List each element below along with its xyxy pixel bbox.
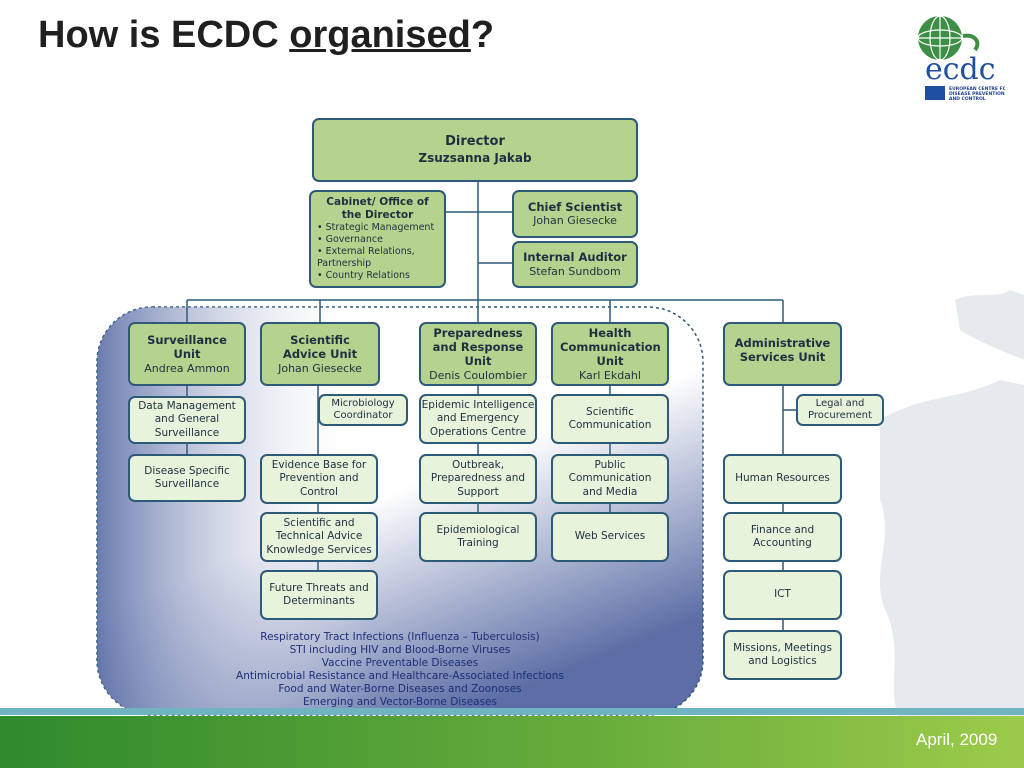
logo-tagline-graphic: EUROPEAN CENTRE FOR (949, 86, 1005, 92)
section-label: Epidemic Intelligence and Emergency Oper… (421, 399, 535, 438)
section-label: Web Services (574, 530, 646, 543)
director-box: Director Zsuzsanna Jakab (312, 118, 638, 182)
preparedness-unit-box: Preparedness and Response Unit Denis Cou… (419, 322, 537, 386)
cabinet-item: • Governance (317, 234, 383, 246)
disease-programme: Emerging and Vector-Borne Diseases (303, 696, 497, 708)
section-box: ICT (723, 570, 842, 620)
preparedness-unit-title: Preparedness and Response Unit (432, 325, 524, 369)
ecdc-logo: EUROPEAN CENTRE FOR DISEASE PREVENTION A… (905, 10, 1010, 102)
health-communication-unit-title: Health Communication Unit (560, 325, 661, 369)
logo-wordmark: ecdc (925, 52, 996, 87)
section-label: Evidence Base for Prevention and Control (271, 459, 367, 498)
surveillance-unit-box: Surveillance Unit Andrea Ammon (128, 322, 246, 386)
disease-programme: STI including HIV and Blood-Borne Viruse… (289, 644, 511, 656)
section-box: Scientific and Technical Advice Knowledg… (260, 512, 378, 562)
svg-text:DISEASE PREVENTION: DISEASE PREVENTION (949, 91, 1005, 97)
slide-date: April, 2009 (916, 730, 998, 749)
background-map (880, 290, 1024, 720)
section-box: Scientific Communication (551, 394, 669, 444)
cabinet-item: • External Relations, Partnership (317, 246, 415, 269)
section-box: Data Management and General Surveillance (128, 396, 246, 444)
director-name: Zsuzsanna Jakab (418, 150, 532, 165)
section-label: ICT (774, 588, 791, 601)
internal-auditor-name: Stefan Sundbom (529, 264, 621, 278)
section-label: Missions, Meetings and Logistics (733, 641, 832, 667)
scientific-advice-unit-head: Johan Giesecke (278, 361, 362, 375)
surveillance-unit-title: Surveillance Unit (147, 332, 227, 362)
section-label: Human Resources (735, 472, 830, 485)
section-box: Legal and Procurement (796, 394, 884, 426)
surveillance-unit-head: Andrea Ammon (144, 361, 230, 375)
scientific-advice-unit-title: Scientific Advice Unit (282, 332, 358, 362)
section-box: Epidemic Intelligence and Emergency Oper… (419, 394, 537, 444)
section-box: Public Communication and Media (551, 454, 669, 504)
green-band (0, 716, 1024, 768)
disease-programme: Vaccine Preventable Diseases (321, 657, 479, 669)
section-box: Future Threats and Determinants (260, 570, 378, 620)
administrative-services-unit-box: Administrative Services Unit (723, 322, 842, 386)
administrative-services-unit-title: Administrative Services Unit (734, 336, 831, 365)
section-box: Evidence Base for Prevention and Control (260, 454, 378, 504)
section-label: Future Threats and Determinants (269, 581, 369, 607)
section-box: Missions, Meetings and Logistics (723, 630, 842, 680)
section-label: Legal and Procurement (808, 397, 872, 422)
health-communication-unit-head: Karl Ekdahl (579, 368, 641, 382)
cabinet-item: • Country Relations (317, 269, 411, 281)
cabinet-title: Cabinet/ Office of the Director (326, 196, 429, 222)
section-box: Microbiology Coordinator (318, 394, 408, 426)
disease-programme: Food and Water-Borne Diseases and Zoonos… (278, 683, 522, 695)
section-label: Disease Specific Surveillance (144, 464, 230, 490)
disease-programmes-list: Respiratory Tract Infections (Influenza … (200, 631, 600, 709)
cabinet-box: Cabinet/ Office of the Director • Strate… (309, 190, 446, 288)
section-label: Finance and Accounting (750, 523, 815, 549)
director-title: Director (445, 134, 505, 150)
section-label: Outbreak, Preparedness and Support (430, 459, 526, 498)
scientific-advice-unit-box: Scientific Advice Unit Johan Giesecke (260, 322, 380, 386)
section-box: Epidemiological Training (419, 512, 537, 562)
section-box: Outbreak, Preparedness and Support (419, 454, 537, 504)
health-communication-unit-box: Health Communication Unit Karl Ekdahl (551, 322, 669, 386)
preparedness-unit-head: Denis Coulombier (429, 368, 527, 382)
disease-programme: Antimicrobial Resistance and Healthcare-… (236, 670, 564, 682)
section-box: Finance and Accounting (723, 512, 842, 562)
section-box: Disease Specific Surveillance (128, 454, 246, 502)
cabinet-item: • Strategic Management (317, 222, 435, 234)
section-box: Web Services (551, 512, 669, 562)
section-label: Scientific and Technical Advice Knowledg… (266, 517, 372, 556)
chief-scientist-title: Chief Scientist (527, 199, 623, 214)
internal-auditor-title: Internal Auditor (523, 250, 627, 265)
section-label: Epidemiological Training (436, 523, 520, 549)
disease-programme: Respiratory Tract Infections (Influenza … (260, 631, 540, 643)
internal-auditor-box: Internal Auditor Stefan Sundbom (512, 241, 638, 288)
chief-scientist-box: Chief Scientist Johan Giesecke (512, 190, 638, 238)
title-punctuation: ? (470, 14, 495, 56)
section-label: Public Communication and Media (568, 459, 652, 498)
title-emphasis: organised (289, 14, 471, 56)
title-text: How is ECDC (38, 14, 290, 56)
teal-band (0, 708, 1024, 715)
section-box: Human Resources (723, 454, 842, 504)
svg-text:AND CONTROL: AND CONTROL (949, 96, 986, 102)
globe-icon: EUROPEAN CENTRE FOR DISEASE PREVENTION A… (917, 15, 1010, 102)
chief-scientist-name: Johan Giesecke (533, 214, 617, 228)
section-label: Microbiology Coordinator (331, 397, 395, 422)
page-title: How is ECDC organised? (38, 14, 494, 57)
section-label: Data Management and General Surveillance (138, 400, 236, 439)
section-label: Scientific Communication (568, 405, 652, 431)
